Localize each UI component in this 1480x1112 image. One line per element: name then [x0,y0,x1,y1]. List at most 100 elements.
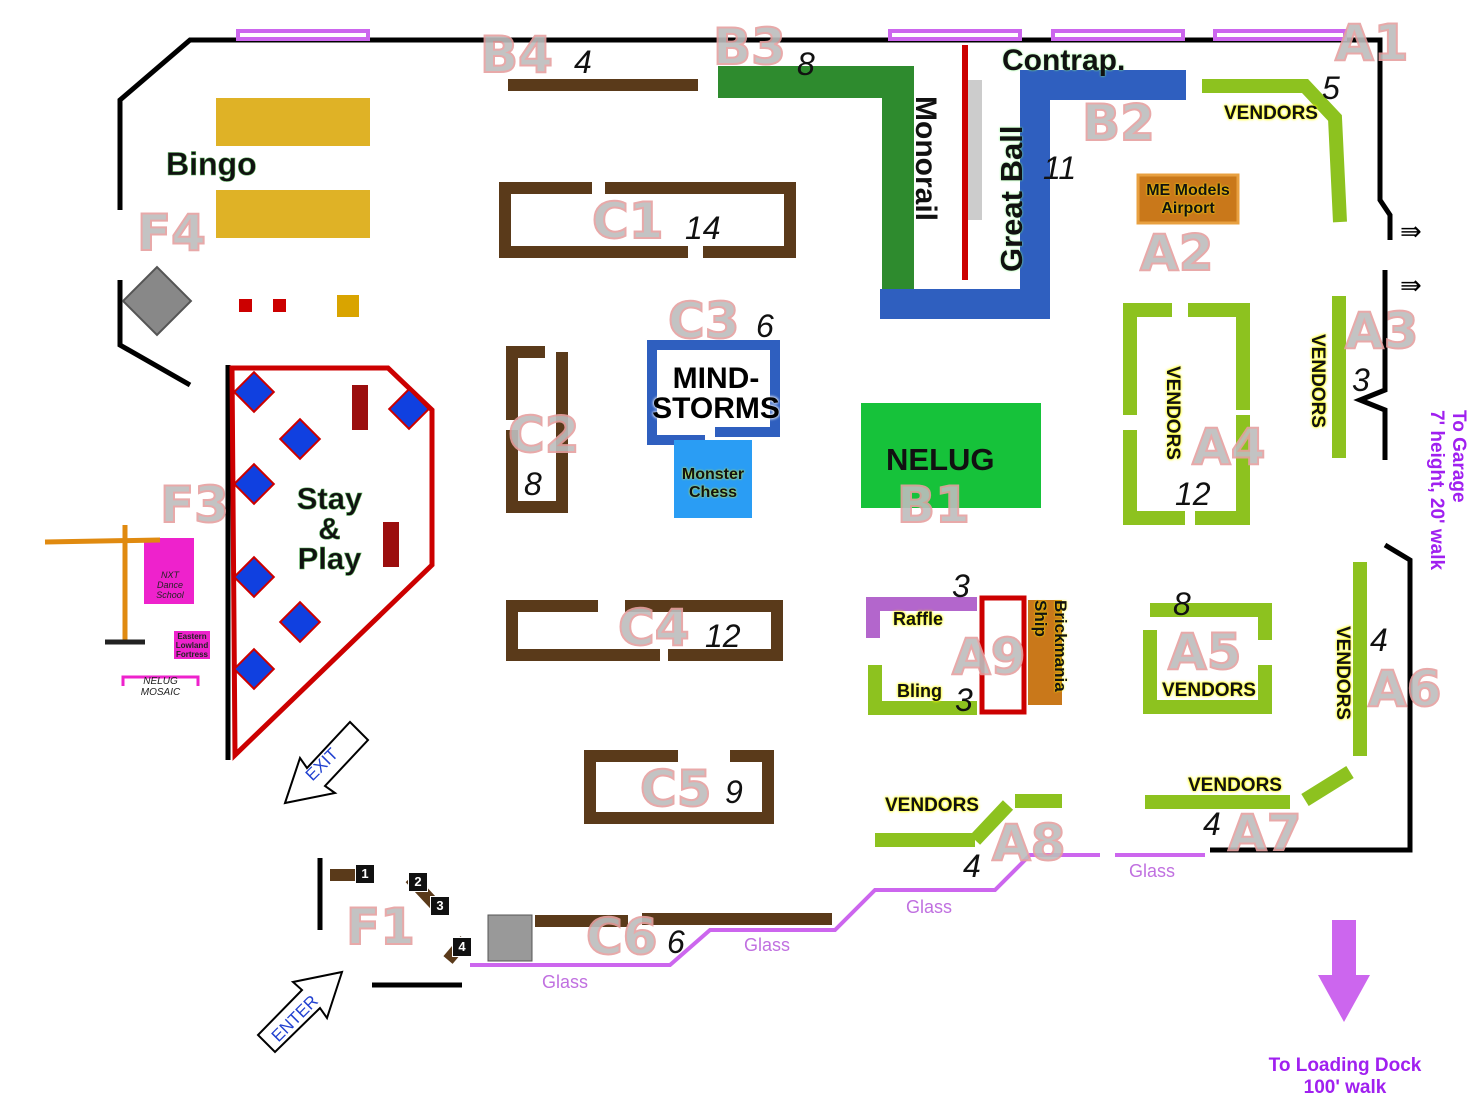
stay-play-label: Stay & Play [282,481,377,576]
stay-play-line: & [318,511,341,546]
restroom-icon: ⇛ [1400,216,1422,246]
vendors-label-a4: VENDORS [1162,366,1183,460]
vendors-label-a7: VENDORS [1188,775,1282,796]
section-label-f4: F4 [136,204,207,262]
glass-label: Glass [1129,861,1176,881]
section-label-a6: A6 [1367,660,1442,718]
door-marker-4: 4 [452,937,472,957]
loading-dock-line: 100' walk [1303,1077,1387,1098]
table-count-c1: 14 [685,210,721,246]
monorail-gray-tables [968,80,982,220]
garage-line: 7' height, 20' walk [1426,410,1447,571]
monster-chess-line: Monster [681,466,745,483]
contrap-label: Contrap. [1002,44,1126,77]
brickmania-line: Ship [1031,600,1050,637]
garage-direction: To Garage 7' height, 20' walk [1425,410,1469,570]
section-label-a3: A3 [1344,302,1419,360]
table-count-c2: 8 [524,466,542,502]
section-label-a1: A1 [1334,14,1409,72]
section-label-c6: C6 [585,908,658,966]
mosaic-line: NELUG [143,676,178,687]
eastern-lowland-label: Eastern Lowland Fortress [174,632,210,659]
eastern-line: Eastern [177,632,207,641]
door-marker-1: 1 [355,864,375,884]
monster-chess-board [674,440,752,518]
mindstorms-label: MIND- STORMS [630,364,802,424]
table-count-b4: 4 [574,44,592,80]
section-label-f3: F3 [159,476,230,534]
table-count-c6: 6 [667,924,685,960]
table-count-b3: 8 [797,46,815,82]
monorail-track [718,66,914,290]
nelug-mosaic-table [121,675,200,686]
brickmania-ship-label: Brickmania Ship [1030,600,1070,692]
exit-arrow [283,720,370,805]
table-count-c4: 12 [705,618,741,654]
section-label-a5: A5 [1167,623,1242,681]
great-ball-track [880,70,1186,319]
table-count-a1: 5 [1322,70,1340,106]
vendors-label-a1: VENDORS [1224,103,1318,124]
section-label-b2: B2 [1081,94,1156,152]
section-label-c4: C4 [617,599,690,657]
great-ball-label: Great Ball [994,125,1029,272]
table-count-c3: 6 [756,308,774,344]
vendors-label-a5: VENDORS [1162,680,1256,701]
table-count-a5: 8 [1173,586,1191,622]
section-label-a2: A2 [1139,224,1214,282]
bingo-label: Bingo [166,146,257,182]
brickmania-booth [1028,600,1062,705]
monster-chess-label: Monster Chess [674,466,752,502]
walls [117,37,1413,988]
section-label-a9: A9 [951,628,1026,686]
loading-dock-direction: To Loading Dock 100' walk [1240,1055,1450,1099]
nelug-mosaic-label: NELUG MOSAIC [123,676,198,698]
a9-frame [979,595,1027,715]
nxt-dance-school-label: NXT Dance School [146,570,194,600]
mindstorms-booth [647,340,780,445]
garage-line: To Garage [1448,410,1469,503]
nelug-label: NELUG [886,442,995,477]
loading-dock-arrow [1318,920,1370,1022]
section-label-c3: C3 [667,292,740,350]
table-count-a3: 3 [1352,362,1370,398]
section-label-b1: B1 [896,476,971,534]
glass-label: Glass [744,935,791,955]
section-label-c5: C5 [639,760,712,818]
table-count-b2: 11 [1043,150,1077,186]
bingo-chairs [216,98,370,238]
stay-play-area [229,365,435,761]
table-count-raffle: 3 [952,568,970,604]
table-count-bling: 3 [955,682,973,718]
table-count-a8: 4 [963,848,981,884]
table-count-a4: 12 [1175,476,1211,512]
raffle-table [866,597,977,638]
tables [330,79,832,964]
section-label-f1: F1 [345,898,416,956]
eastern-line: Fortress [175,650,208,659]
stay-play-line: Stay [296,481,363,516]
eastern-lowland-booth [174,631,210,659]
play-mats [232,370,431,691]
nxt-dance-school-booth [144,538,194,604]
me-models-line: ME Models [1146,182,1230,199]
mindstorms-line: MIND- [672,362,760,395]
nxt-line: NXT [161,570,179,580]
monorail-label: Monorail [909,96,942,221]
glass-walls [236,29,1347,967]
table-count-a7: 4 [1203,806,1221,842]
glass-label: Glass [542,972,589,992]
loading-dock-line: To Loading Dock [1268,1055,1422,1076]
me-models-label: ME Models Airport [1138,182,1238,218]
section-label-a8: A8 [991,814,1066,872]
pillar [121,265,193,337]
section-label-b3: B3 [712,18,787,76]
vendors-label-a8: VENDORS [885,795,979,816]
stay-play-line: Play [297,541,362,576]
section-label-a7: A7 [1227,804,1302,862]
nxt-line: School [156,590,184,600]
section-label-c1: C1 [591,192,664,250]
table-count-a6: 4 [1370,622,1388,658]
